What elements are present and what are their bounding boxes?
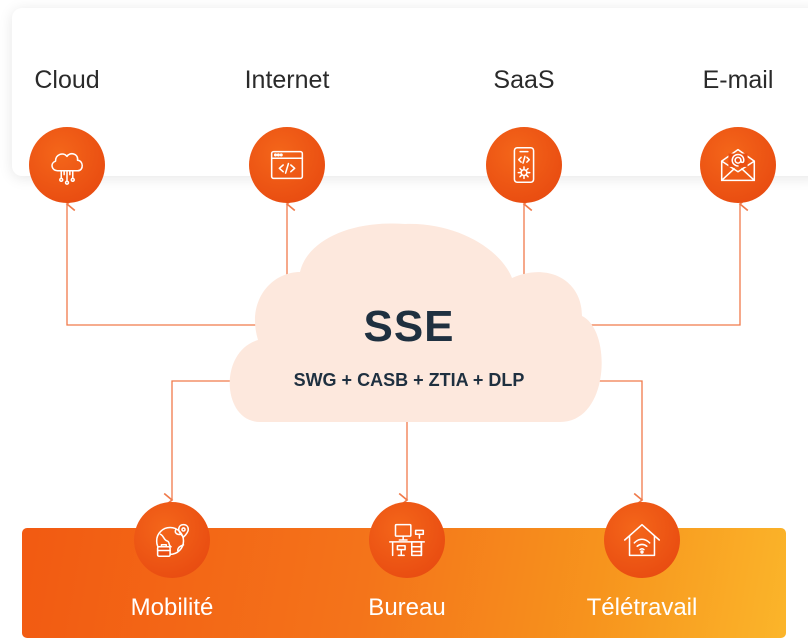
- origin-label-teletravail: Télétravail: [586, 594, 698, 621]
- home-wifi-icon: [604, 502, 680, 578]
- destinations-card: [12, 8, 808, 176]
- origin-label-mobilite: Mobilité: [130, 594, 214, 621]
- hub-title: SSE: [363, 302, 455, 351]
- connector-email: [578, 196, 749, 326]
- connector-mobilite: [163, 380, 235, 508]
- destination-label-cloud: Cloud: [34, 66, 100, 94]
- connector-cloud: [65, 196, 258, 326]
- destination-label-email: E-mail: [702, 66, 774, 94]
- cloud-network-icon: [29, 127, 105, 203]
- mobile-app-settings-icon: [486, 127, 562, 203]
- sse-cloud-shape: [229, 223, 602, 422]
- connector-teletravail: [580, 380, 644, 508]
- destination-label-saas: SaaS: [493, 66, 555, 94]
- browser-code-icon: [249, 127, 325, 203]
- globe-location-briefcase-icon: [134, 502, 210, 578]
- origin-label-bureau: Bureau: [368, 594, 446, 621]
- hub-subtitle: SWG + CASB + ZTIA + DLP: [293, 370, 525, 390]
- office-desk-icon: [369, 502, 445, 578]
- email-envelope-icon: [700, 127, 776, 203]
- destination-label-internet: Internet: [244, 66, 330, 94]
